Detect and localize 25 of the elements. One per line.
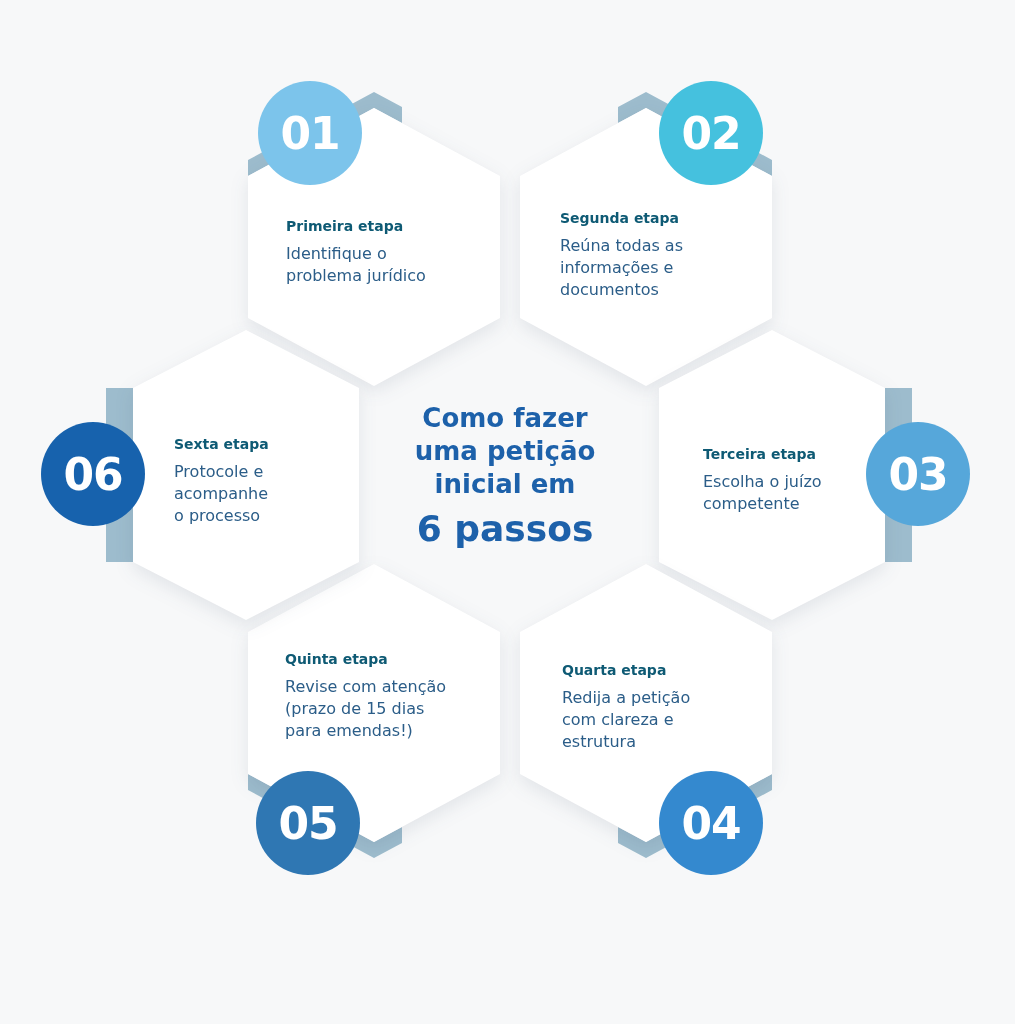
title-highlight: 6 passos [415,508,595,550]
step-description: Revise com atenção (prazo de 15 dias para emendas!) [285,676,448,742]
step-description: Redija a petição com clareza e estrutura [562,687,692,753]
step-heading: Sexta etapa [174,435,269,453]
hexagon-card [133,330,359,620]
hexagon-card [659,330,885,620]
hexagon-card [248,564,500,842]
step-heading: Quinta etapa [285,650,388,668]
step-number-circle: 01 [258,81,362,185]
step-heading: Quarta etapa [562,661,667,679]
step-number-circle: 02 [659,81,763,185]
step-number-circle: 03 [866,422,970,526]
step-number-circle: 06 [41,422,145,526]
diagram-title: Como fazer uma petição inicial em [413,402,597,501]
hexagon-card [520,108,772,386]
step-description: Reúna todas as informações e documentos [560,235,684,301]
hexagon-card [520,564,772,842]
step-description: Identifique o problema jurídico [286,243,427,287]
step-heading: Primeira etapa [286,217,404,235]
step-heading: Segunda etapa [560,209,679,227]
step-heading: Terceira etapa [703,445,816,463]
step-number-circle: 05 [256,771,360,875]
step-description: Escolha o juízo competente [703,471,823,515]
step-description: Protocole e acompanhe o processo [174,461,270,527]
hexagon-card [248,108,500,386]
